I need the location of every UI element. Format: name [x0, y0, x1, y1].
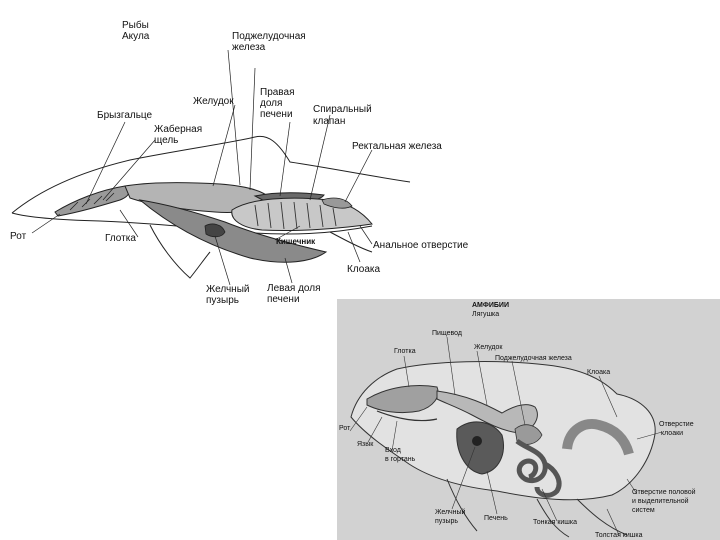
shark-leader-lines	[31, 49, 373, 286]
shark-label-gallbladder-2: пузырь	[206, 295, 239, 306]
shark-spiral-intestine	[231, 197, 373, 232]
shark-label-gallbladder-1: Желчный	[206, 284, 250, 295]
shark-pelvic-fin	[329, 231, 373, 253]
frog-label-mouth: Рот	[339, 425, 351, 432]
frog-leader-lines	[349, 336, 663, 536]
frog-label-cloaca-opening-1: Отверстие	[659, 421, 694, 428]
shark-label-rectal-gland: Ректальная железа	[352, 141, 442, 152]
shark-pectoral-fin	[149, 224, 211, 279]
frog-small-intestine	[515, 438, 562, 498]
shark-label-right-lobe-1: Правая	[260, 87, 295, 98]
frog-large-intestine	[562, 419, 634, 456]
shark-label-pancreas-2: железа	[232, 42, 266, 53]
frog-hind-leg	[536, 498, 628, 538]
frog-fore-leg	[446, 478, 478, 532]
shark-label-right-lobe-2: доля	[260, 98, 283, 109]
frog-label-cloaca-opening-2: клоаки	[661, 430, 684, 437]
frog-label-larynx-2: в гортань	[385, 456, 416, 463]
frog-label-gallbladder-2: пузырь	[435, 518, 459, 525]
frog-label-small-intestine: Тонкая кишка	[533, 519, 578, 526]
frog-label-pancreas: Поджелудочная железа	[495, 355, 572, 362]
frog-diagram	[349, 336, 663, 538]
shark-title-line2: Акула	[122, 31, 150, 42]
shark-label-mouth: Рот	[10, 231, 27, 242]
shark-label-pharynx: Глотка	[105, 233, 136, 244]
shark-gallbladder	[204, 223, 226, 238]
shark-title-line1: Рыбы	[122, 20, 149, 31]
shark-left-liver-lobe	[138, 199, 328, 263]
frog-label-urogenital-3: систем	[632, 507, 655, 514]
frog-panel: АМФИБИИ Лягушка Пищевод Желудок Глотка П…	[337, 299, 720, 540]
frog-label-urogenital-2: и выделительной	[632, 498, 689, 505]
frog-stomach	[436, 390, 538, 434]
shark-label-gill-slit-2: щель	[154, 135, 179, 146]
shark-label-spiral-valve-2: клапан	[313, 116, 346, 127]
frog-liver	[456, 421, 504, 475]
frog-label-large-intestine: Толстая кишка	[595, 532, 643, 539]
shark-gill-arches	[69, 192, 115, 211]
frog-label-urogenital-1: Отверстие половой	[632, 489, 696, 496]
frog-title-line1: АМФИБИИ	[472, 302, 509, 309]
shark-label-anus: Анальное отверстие	[373, 240, 469, 251]
shark-label-intestine: Кишечник	[276, 237, 316, 246]
shark-label-spiracle: Брызгальце	[97, 110, 153, 121]
frog-label-pharynx: Глотка	[394, 348, 416, 355]
shark-label-stomach: Желудок	[193, 96, 234, 107]
shark-label-pancreas-1: Поджелудочная	[232, 31, 306, 42]
frog-tongue	[376, 410, 438, 422]
shark-label-spiral-valve-1: Спиральный	[313, 104, 372, 115]
frog-title-line2: Лягушка	[472, 311, 500, 318]
frog-label-esophagus: Пищевод	[432, 330, 462, 337]
shark-label-gill-slit-1: Жаберная	[154, 124, 203, 135]
frog-label-larynx-1: Вход	[385, 447, 401, 454]
frog-label-liver: Печень	[484, 515, 508, 522]
shark-rectal-gland	[321, 197, 353, 209]
frog-label-gallbladder-1: Желчный	[435, 509, 466, 516]
shark-label-left-lobe-2: печени	[267, 294, 300, 305]
frog-gallbladder	[472, 436, 482, 446]
frog-pharynx	[366, 385, 439, 414]
shark-label-left-lobe-1: Левая доля	[267, 283, 321, 294]
frog-label-stomach: Желудок	[474, 344, 503, 351]
frog-label-tongue: Язык	[357, 441, 374, 448]
shark-label-cloaca: Клоака	[347, 264, 381, 275]
frog-label-cloaca: Клоака	[587, 369, 611, 376]
shark-spiral-turns	[254, 201, 337, 230]
shark-label-right-lobe-3: печени	[260, 109, 293, 120]
